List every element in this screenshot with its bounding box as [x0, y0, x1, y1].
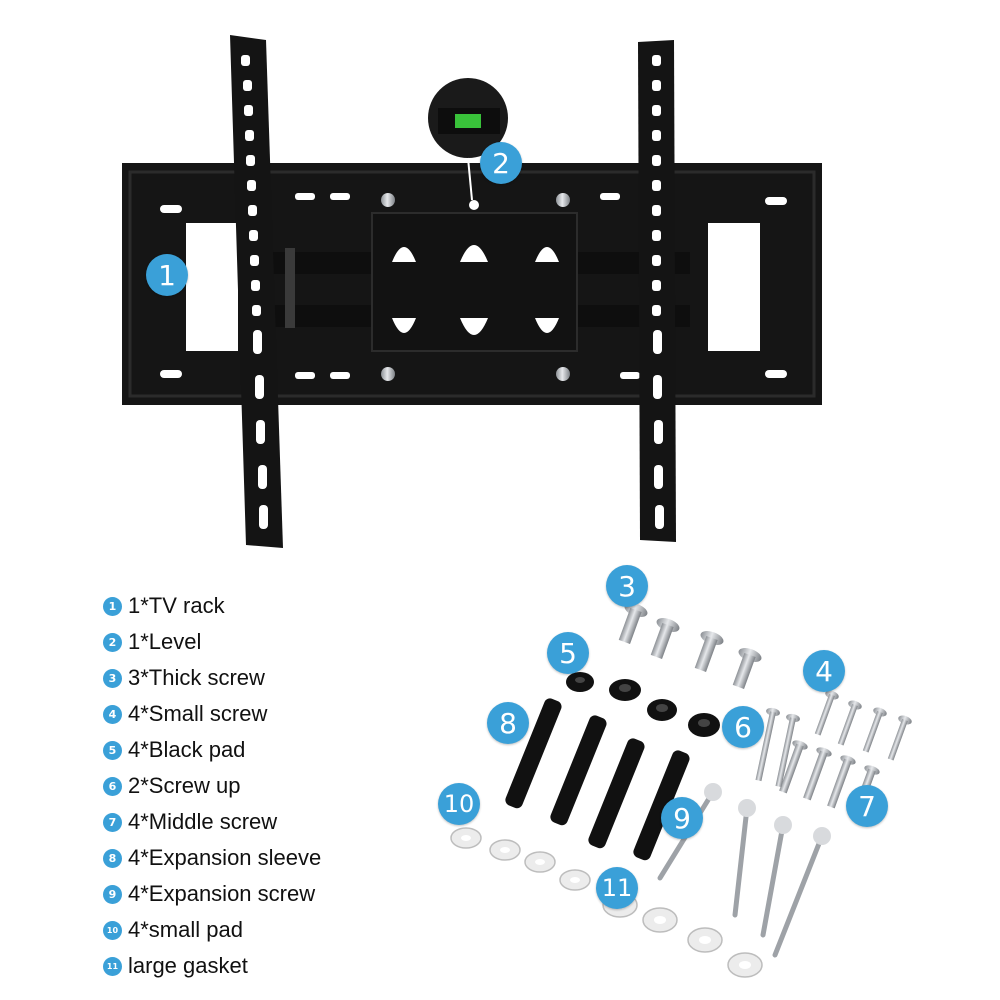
- expansion-sleeves: [505, 698, 690, 861]
- part-label: 1*Level: [128, 629, 202, 654]
- part-label: 2*Screw up: [128, 773, 241, 798]
- list-number-badge: 5: [103, 740, 122, 760]
- list-item: 8 4*Expansion sleeve: [103, 840, 321, 876]
- list-number-badge: 9: [103, 884, 122, 904]
- small-screws: [814, 690, 912, 761]
- callout-1: 1: [146, 254, 188, 296]
- part-label: large gasket: [128, 953, 248, 978]
- callout-11: 11: [596, 867, 638, 909]
- black-pads: [566, 672, 720, 737]
- callout-7: 7: [846, 785, 888, 827]
- bubble-level-inset: [428, 78, 508, 201]
- callout-9: 9: [661, 797, 703, 839]
- list-item: 5 4*Black pad: [103, 732, 321, 768]
- callout-5: 5: [547, 632, 589, 674]
- part-label: 4*Expansion sleeve: [128, 845, 322, 870]
- vertical-rail-right: [638, 40, 676, 542]
- list-item: 6 2*Screw up: [103, 768, 321, 804]
- list-number-badge: 8: [103, 848, 122, 868]
- list-item: 3 3*Thick screw: [103, 660, 321, 696]
- list-number-badge: 2: [103, 632, 122, 652]
- list-item: 9 4*Expansion screw: [103, 876, 321, 912]
- long-screws: [755, 707, 800, 788]
- callout-3: 3: [606, 565, 648, 607]
- callout-2: 2: [480, 142, 522, 184]
- callout-10: 10: [438, 783, 480, 825]
- list-item: 7 4*Middle screw: [103, 804, 321, 840]
- parts-list: 1 1*TV rack 2 1*Level 3 3*Thick screw 4 4*Sm…: [103, 588, 321, 984]
- callout-4: 4: [803, 650, 845, 692]
- list-item: 10 4*small pad: [103, 912, 321, 948]
- list-number-badge: 11: [103, 956, 122, 976]
- list-item: 2 1*Level: [103, 624, 321, 660]
- list-number-badge: 10: [103, 920, 122, 940]
- vertical-rail-left: [230, 35, 283, 548]
- list-item: 1 1*TV rack: [103, 588, 321, 624]
- callout-8: 8: [487, 702, 529, 744]
- list-number-badge: 6: [103, 776, 122, 796]
- list-number-badge: 4: [103, 704, 122, 724]
- part-label: 4*Black pad: [128, 737, 246, 762]
- part-label: 3*Thick screw: [128, 665, 265, 690]
- thick-screws: [618, 603, 762, 690]
- list-number-badge: 7: [103, 812, 122, 832]
- list-number-badge: 1: [103, 596, 122, 616]
- callout-6: 6: [722, 706, 764, 748]
- list-item: 11 large gasket: [103, 948, 321, 984]
- part-label: 4*Small screw: [128, 701, 268, 726]
- part-label: 4*small pad: [128, 917, 243, 942]
- list-number-badge: 3: [103, 668, 122, 688]
- list-item: 4 4*Small screw: [103, 696, 321, 732]
- part-label: 1*TV rack: [128, 593, 225, 618]
- center-plate: [371, 193, 578, 381]
- part-label: 4*Middle screw: [128, 809, 278, 834]
- part-label: 4*Expansion screw: [128, 881, 316, 906]
